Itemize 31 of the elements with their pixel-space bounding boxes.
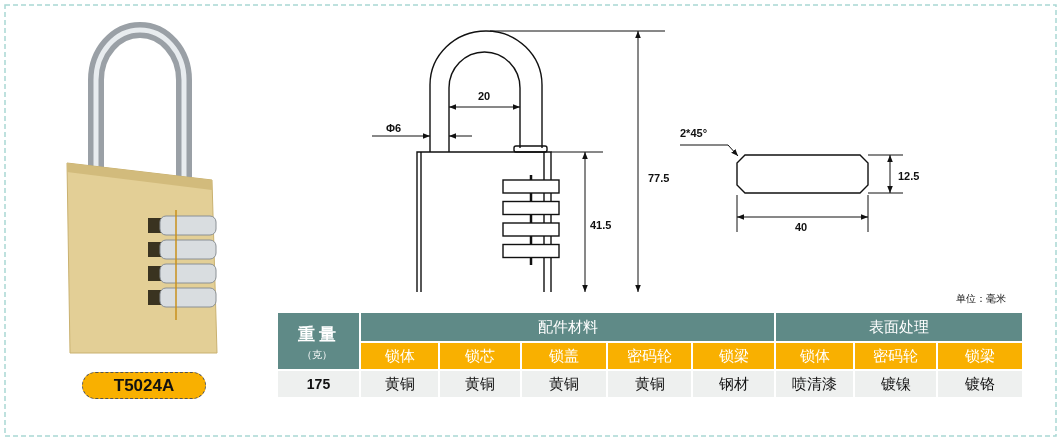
header-cell: 锁盖	[521, 342, 607, 370]
header-cell: 配件材料	[360, 312, 775, 342]
plate-section-drawing	[736, 154, 869, 194]
dimension-label: 77.5	[648, 172, 670, 184]
unit-note: 单位：毫米	[956, 292, 1006, 306]
unit-label: （克）	[302, 348, 332, 362]
table-cell: 175	[277, 370, 360, 398]
table-cell: 镀铬	[937, 370, 1023, 398]
leader-line	[679, 144, 739, 157]
dimension-label: 41.5	[590, 219, 612, 231]
table-cell: 黄铜	[607, 370, 692, 398]
table-cell: 黄铜	[439, 370, 521, 398]
chamfer-label: 2*45°	[680, 127, 708, 139]
header-cell: 锁体	[360, 342, 439, 370]
table-cell: 镀镍	[854, 370, 937, 398]
dimension-label: Φ6	[386, 122, 402, 134]
dimension-label: 20	[478, 90, 491, 102]
table-cell: 黄铜	[360, 370, 439, 398]
dimension-label: 12.5	[898, 170, 920, 182]
header-cell: 锁体	[775, 342, 854, 370]
header-cell: 锁梁	[692, 342, 775, 370]
table-cell: 黄铜	[521, 370, 607, 398]
header-cell: 锁芯	[439, 342, 521, 370]
header-cell: 锁梁	[937, 342, 1023, 370]
table-cell: 喷清漆	[775, 370, 854, 398]
table-cell: 钢材	[692, 370, 775, 398]
header-cell: 密码轮	[607, 342, 692, 370]
header-cell: 密码轮	[854, 342, 937, 370]
model-badge: T5024A	[82, 372, 206, 399]
header-cell: 表面处理	[775, 312, 1023, 342]
dimension-label: 40	[795, 221, 808, 233]
